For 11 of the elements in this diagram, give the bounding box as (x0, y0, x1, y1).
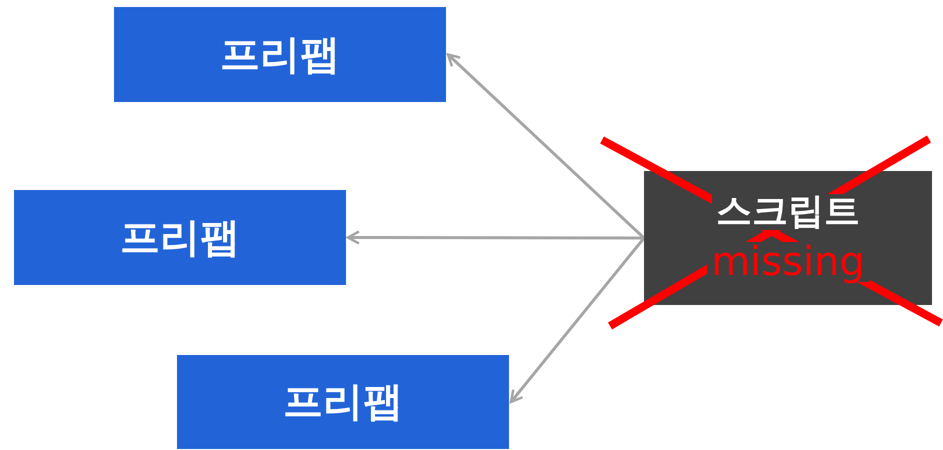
missing-label: missing (707, 242, 869, 282)
arrow (446, 53, 646, 240)
box-label: 프리팹 (120, 218, 240, 258)
prefab-box (177, 355, 509, 449)
prefab-box (14, 190, 346, 285)
script-box (644, 171, 932, 305)
arrow (346, 230, 644, 245)
prefab-box (114, 7, 446, 102)
arrow (510, 237, 646, 404)
box-label: 프리팹 (283, 382, 403, 422)
box-label: 프리팹 (220, 34, 340, 74)
